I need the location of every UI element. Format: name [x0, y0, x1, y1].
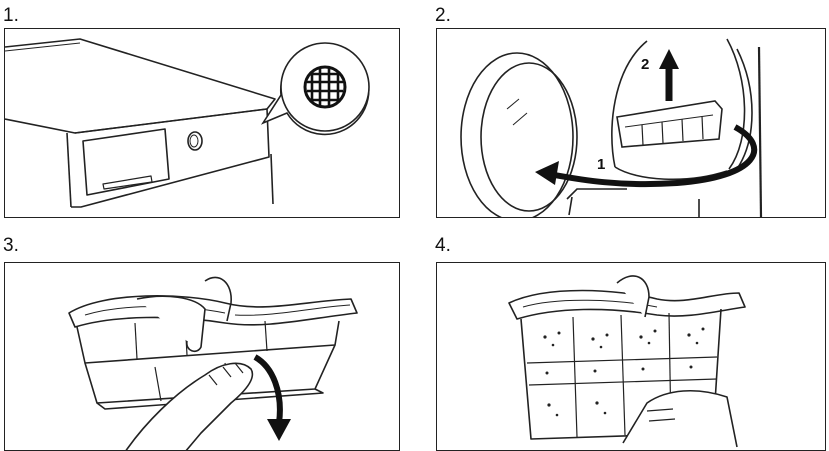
filter-open-illustration: [5, 263, 400, 451]
step-2-number: 2.: [435, 6, 451, 25]
step-3-panel: [4, 262, 400, 451]
filter-grid-icon: [263, 43, 369, 134]
filter-clean-illustration: [437, 263, 826, 451]
open-arrow: [255, 357, 280, 423]
open-arrowhead: [267, 419, 291, 441]
step-3-number: 3.: [3, 236, 19, 255]
step-2-panel: 1 2: [436, 28, 826, 218]
dryer-illustration: [5, 29, 400, 218]
step-1-number: 1.: [3, 6, 19, 25]
arrow-label-2: 2: [641, 56, 649, 73]
door-open-illustration: 1 2: [437, 29, 826, 218]
arrow-label-1: 1: [597, 156, 605, 173]
step-4-number: 4.: [435, 236, 451, 255]
step-1-panel: [4, 28, 400, 218]
rotate-arrow-1: [549, 127, 754, 184]
step-4-panel: [436, 262, 826, 451]
lift-arrowhead: [659, 49, 679, 69]
